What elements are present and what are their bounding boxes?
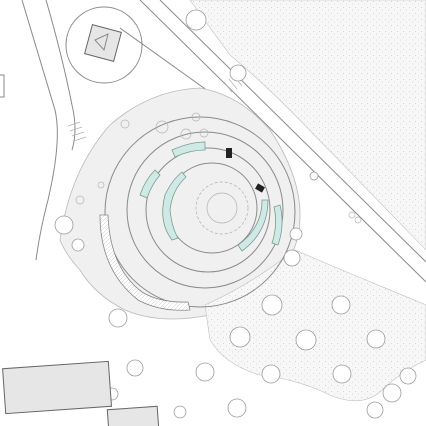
- tree: [289, 227, 303, 241]
- tree: [173, 405, 187, 419]
- garden-area: [204, 249, 426, 402]
- tree: [229, 64, 247, 82]
- stair-accent-right: [255, 183, 265, 193]
- shrub: [97, 181, 105, 189]
- tree: [261, 294, 283, 316]
- tree: [229, 326, 251, 348]
- glazing-left: [139, 169, 161, 199]
- tree: [366, 401, 384, 419]
- shrub: [75, 195, 85, 205]
- glazing-inner-left: [162, 171, 187, 241]
- glazing-inner-right: [237, 199, 269, 252]
- shrub: [354, 216, 362, 224]
- tree: [108, 308, 128, 328]
- building-core-dashed: [195, 181, 249, 235]
- shrubs: [75, 112, 362, 224]
- road-diagonal-edge-2: [159, 0, 426, 263]
- shrub: [191, 112, 201, 122]
- building-core: [206, 192, 238, 224]
- tree: [227, 398, 247, 418]
- shrub: [155, 120, 169, 134]
- tree: [185, 9, 207, 31]
- glazing-top: [171, 141, 206, 158]
- road-diagonal-edge-1: [139, 0, 426, 283]
- tree: [366, 329, 386, 349]
- shrub: [180, 128, 192, 140]
- shrub: [199, 128, 209, 138]
- roundabout-monument: [84, 24, 122, 62]
- roundabout-circle: [65, 6, 143, 84]
- building-ring-2: [126, 131, 284, 289]
- tree: [399, 367, 417, 385]
- tree: [195, 362, 215, 382]
- shrub: [348, 211, 356, 219]
- tree: [283, 249, 301, 267]
- roundabout: [65, 6, 143, 84]
- facade-louvres: [99, 214, 191, 311]
- road-crosswalk: [67, 121, 87, 142]
- tree: [71, 238, 85, 252]
- tree: [332, 364, 352, 384]
- tree: [261, 364, 281, 384]
- neighbouring-buildings: [0, 74, 160, 426]
- building-block-2: [106, 405, 160, 426]
- tree: [54, 215, 74, 235]
- glazing-right: [271, 204, 283, 246]
- tree: [382, 383, 402, 403]
- tree: [331, 295, 351, 315]
- stair-accent-top: [226, 148, 232, 158]
- field-area: [189, 0, 426, 251]
- building-block-1: [2, 360, 113, 415]
- plaza-paving: [59, 87, 301, 320]
- road-left-edge-2: [45, 0, 76, 151]
- roads: [21, 0, 426, 283]
- tree: [309, 171, 319, 181]
- road-diagonal-edge-3: [119, 27, 216, 97]
- tree: [126, 359, 144, 377]
- shrub: [120, 119, 130, 129]
- tree: [295, 329, 317, 351]
- road-left-edge-1: [21, 0, 58, 261]
- building-outline-left: [0, 74, 5, 98]
- building-ring-3: [145, 147, 271, 273]
- monument-detail: [94, 33, 109, 52]
